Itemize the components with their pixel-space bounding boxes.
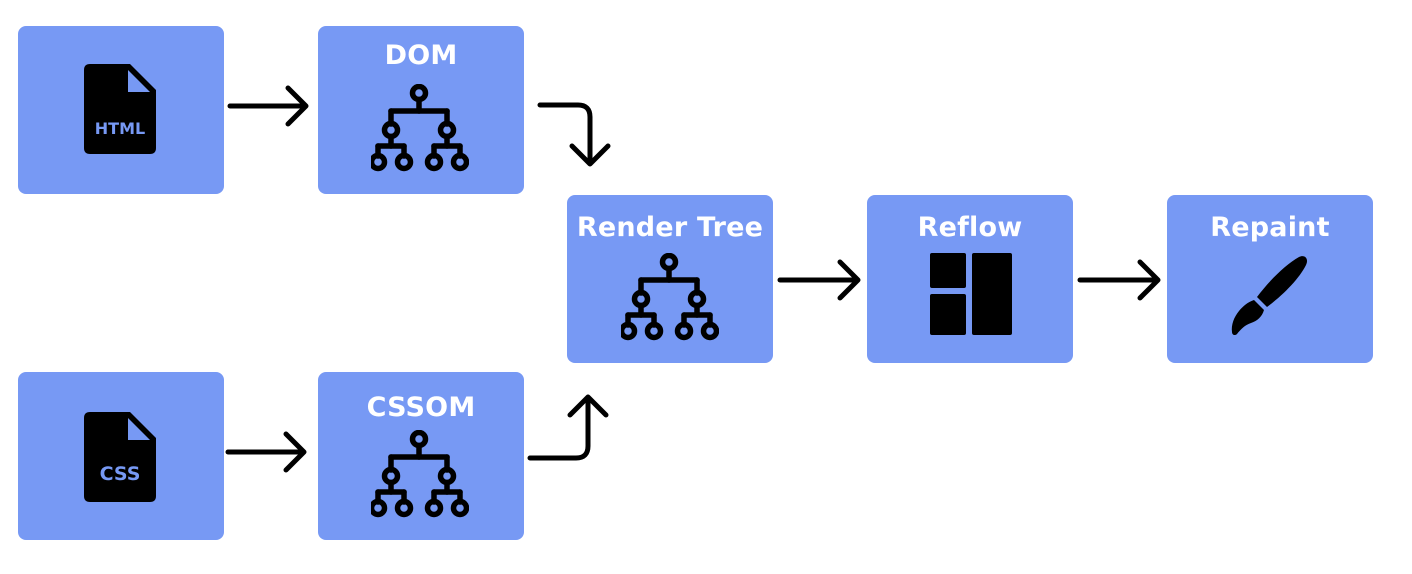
html-file-node: HTML <box>18 26 224 194</box>
arrow-html-to-dom <box>227 85 309 127</box>
css-file-icon: CSS <box>84 412 156 502</box>
cssom-title: CSSOM <box>366 392 476 423</box>
html-file-label: HTML <box>95 119 145 138</box>
arrow-render-tree-to-reflow <box>777 259 861 301</box>
render-tree-title: Render Tree <box>576 212 764 243</box>
paintbrush-icon <box>1231 256 1308 336</box>
render-tree-node: Render Tree <box>567 195 773 363</box>
dom-title: DOM <box>384 40 458 71</box>
arrow-cssom-to-render-tree <box>527 394 609 461</box>
layout-icon <box>930 253 1012 335</box>
css-file-node: CSS <box>18 372 224 540</box>
css-file-label: CSS <box>100 463 141 485</box>
arrow-css-to-cssom <box>225 431 307 473</box>
reflow-node: Reflow <box>867 195 1073 363</box>
repaint-node: Repaint <box>1167 195 1373 363</box>
arrow-dom-to-render-tree <box>537 102 611 167</box>
arrow-reflow-to-repaint <box>1077 259 1161 301</box>
reflow-title: Reflow <box>917 212 1023 243</box>
cssom-node: CSSOM <box>318 372 524 540</box>
dom-node: DOM <box>318 26 524 194</box>
repaint-title: Repaint <box>1210 212 1330 243</box>
html-file-icon: HTML <box>84 64 156 154</box>
